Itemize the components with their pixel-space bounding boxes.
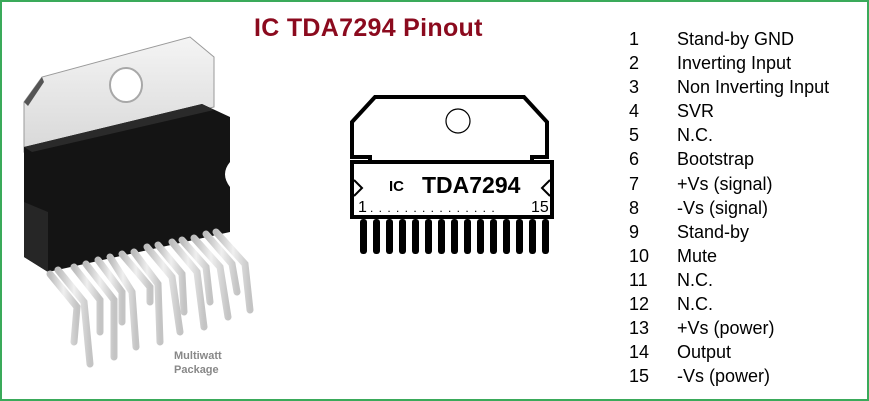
pin-number: 11 xyxy=(629,269,648,290)
pin-number: 8 xyxy=(629,197,640,218)
mounting-hole-icon xyxy=(445,108,471,134)
pin-row: 13 +Vs (power) xyxy=(629,316,829,340)
pin-name: Output xyxy=(677,342,732,363)
pin-row: 4 SVR xyxy=(629,99,829,123)
first-pin-label: 1 xyxy=(358,199,367,216)
pin-number: 2 xyxy=(629,53,640,74)
pin-name: N.C. xyxy=(677,269,713,290)
pin-row: 8 -Vs (signal) xyxy=(629,196,829,220)
pin-number: 13 xyxy=(629,318,650,339)
pin-row: 14 Output xyxy=(629,340,829,364)
pin-row: 3 Non Inverting Input xyxy=(629,75,829,99)
pin-number: 3 xyxy=(629,77,640,98)
pin-number: 1 xyxy=(629,29,640,49)
pin-number: 14 xyxy=(629,342,650,363)
caption-line-1: Multiwatt xyxy=(174,350,222,362)
part-name-label: TDA7294 xyxy=(422,172,521,198)
last-pin-label: 15 xyxy=(531,199,549,216)
pin-number: 5 xyxy=(629,125,640,146)
pin-number: 7 xyxy=(629,173,640,194)
ic-schematic: IC TDA7294 1 . . . . . . . . . . . . . .… xyxy=(350,95,554,254)
pin-row: 11 N.C. xyxy=(629,268,829,292)
caption-line-2: Package xyxy=(174,364,219,376)
pin-name: Inverting Input xyxy=(677,53,792,74)
pin-number: 12 xyxy=(629,294,650,315)
pin-number: 10 xyxy=(629,245,650,266)
pin-row: 7 +Vs (signal) xyxy=(629,172,829,196)
pin-row: 15 -Vs (power) xyxy=(629,364,829,388)
pin-name: Non Inverting Input xyxy=(677,77,830,98)
schematic-pins xyxy=(360,219,549,254)
ic-prefix-label: IC xyxy=(389,178,404,195)
pin-name: N.C. xyxy=(677,294,713,315)
pin-name: SVR xyxy=(677,101,715,122)
pin-row: 5 N.C. xyxy=(629,123,829,147)
pin-number: 15 xyxy=(629,366,650,387)
pin-list: 1 Stand-by GND 2 Inverting Input 3 Non Inve… xyxy=(629,27,829,388)
pin-number: 6 xyxy=(629,149,640,170)
pin-name: -Vs (signal) xyxy=(677,197,769,218)
multiwatt-package-photo xyxy=(23,36,254,368)
pin-name: Bootstrap xyxy=(677,149,755,170)
pin-name: N.C. xyxy=(677,125,713,146)
pin-number: 4 xyxy=(629,101,640,122)
pin-row: 10 Mute xyxy=(629,244,829,268)
pin-row: 2 Inverting Input xyxy=(629,51,829,75)
pin-row: 9 Stand-by xyxy=(629,220,829,244)
pin-name: Mute xyxy=(677,245,718,266)
page-title: IC TDA7294 Pinout xyxy=(254,14,483,42)
pin-name: +Vs (power) xyxy=(677,318,775,339)
pin-row: 6 Bootstrap xyxy=(629,147,829,171)
pin-name: Stand-by GND xyxy=(677,29,795,49)
pin-name: +Vs (signal) xyxy=(677,173,773,194)
pin-name: Stand-by xyxy=(677,221,750,242)
pin-row: 1 Stand-by GND xyxy=(629,27,829,51)
pin-row: 12 N.C. xyxy=(629,292,829,316)
package-caption: Multiwatt Package xyxy=(174,349,222,377)
pin-name: -Vs (power) xyxy=(677,366,771,387)
package-leads xyxy=(46,228,254,368)
pin-number: 9 xyxy=(629,221,640,242)
pin-dots: . . . . . . . . . . . . . . . xyxy=(370,201,496,215)
